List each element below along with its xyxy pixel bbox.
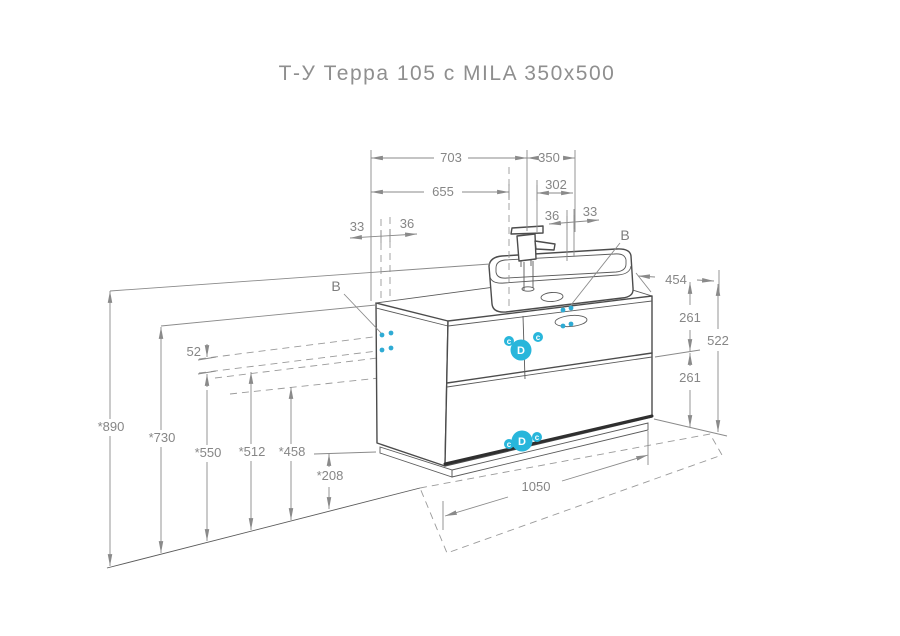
drawing-title: Т-У Терра 105 с MILA 350x500 bbox=[279, 62, 616, 85]
mounting-dot bbox=[568, 305, 574, 311]
dim-522: 522 bbox=[707, 333, 729, 348]
floor-baseline bbox=[106, 487, 421, 569]
detail-b-right-label: В bbox=[620, 227, 629, 243]
mounting-dots-right bbox=[560, 305, 574, 329]
dim-512: *512 bbox=[239, 444, 266, 459]
vanity-cabinet bbox=[375, 274, 654, 478]
tick bbox=[197, 356, 217, 375]
ref-line-890 bbox=[109, 263, 491, 292]
cabinet-bottom-edge bbox=[443, 414, 654, 466]
sink-body bbox=[488, 248, 634, 313]
left-hole-dimensions: 33 36 bbox=[349, 216, 418, 243]
fitting-small-label: c bbox=[536, 333, 541, 342]
ext-line bbox=[442, 431, 649, 530]
fitting-small-label: c bbox=[535, 433, 540, 442]
dim-550: *550 bbox=[195, 445, 222, 460]
dim-line bbox=[349, 232, 418, 240]
drawer-divider bbox=[446, 352, 653, 384]
dim-458: *458 bbox=[279, 444, 306, 459]
countertop-side-thickness bbox=[375, 307, 449, 327]
fitting-cluster-bottom: c c D bbox=[504, 430, 542, 452]
mounting-dot bbox=[379, 332, 385, 338]
dim-33-left: 33 bbox=[350, 219, 364, 234]
faucet-pipe-base bbox=[521, 286, 535, 292]
fitting-large-circle bbox=[511, 430, 533, 452]
top-dimensions: 703 350 655 302 bbox=[370, 150, 576, 311]
floor-projection: 1050 bbox=[106, 431, 723, 569]
tick bbox=[566, 215, 575, 230]
faucet-spout bbox=[534, 240, 556, 251]
mounting-dot bbox=[388, 345, 394, 351]
sink-inner-rim bbox=[495, 253, 627, 279]
dim-302: 302 bbox=[545, 177, 567, 192]
mounting-dot bbox=[560, 307, 566, 313]
fitting-small-circle bbox=[532, 432, 542, 442]
dim-261-upper: 261 bbox=[679, 310, 701, 325]
fitting-small-circle bbox=[504, 439, 514, 449]
mounting-dots-left bbox=[379, 330, 394, 353]
dim-line-1050 bbox=[561, 454, 649, 482]
plinth-side bbox=[379, 446, 453, 478]
fitting-large-label: D bbox=[518, 436, 526, 448]
tick bbox=[380, 229, 391, 243]
right-hole-dimensions: 36 33 bbox=[545, 204, 600, 261]
dim-36-right: 36 bbox=[545, 208, 559, 223]
faucet-stem bbox=[520, 260, 532, 267]
dim-261-lower: 261 bbox=[679, 370, 701, 385]
ref-line-730 bbox=[160, 304, 377, 327]
faucet-body bbox=[516, 233, 537, 262]
dim-655: 655 bbox=[432, 184, 454, 199]
dim-208: *208 bbox=[317, 468, 344, 483]
ext-line bbox=[654, 349, 701, 358]
cabinet-side-panel bbox=[375, 302, 449, 467]
dim-703: 703 bbox=[440, 150, 462, 165]
dim-890: *890 bbox=[98, 419, 125, 434]
floor-footprint-dashed bbox=[419, 433, 723, 554]
mounting-dot bbox=[379, 347, 385, 353]
ext-line bbox=[313, 451, 377, 455]
leader-line bbox=[570, 242, 621, 306]
detail-b-left-label: В bbox=[331, 278, 340, 294]
sink-bowl-bottom bbox=[554, 314, 588, 328]
dim-line-454 bbox=[696, 278, 715, 283]
dim-52: 52 bbox=[187, 344, 201, 359]
dim-line-1050 bbox=[444, 496, 509, 517]
left-dimensions: *890 *730 52 *550 *512 *458 *208 bbox=[98, 263, 491, 566]
dim-730: *730 bbox=[149, 430, 176, 445]
mounting-dot bbox=[568, 321, 574, 327]
fitting-cluster-middle: c c D bbox=[504, 332, 543, 361]
fitting-small-circle bbox=[533, 332, 543, 342]
ext-line bbox=[653, 418, 728, 437]
leader-line bbox=[343, 293, 383, 335]
fitting-large-label: D bbox=[517, 345, 525, 357]
dim-36-left: 36 bbox=[400, 216, 414, 231]
sink-drain bbox=[540, 291, 564, 303]
mounting-markers: c c D c c D bbox=[379, 305, 574, 452]
dim-350: 350 bbox=[538, 150, 560, 165]
drawer-divider-shadow bbox=[446, 356, 653, 388]
dim-1050: 1050 bbox=[522, 479, 551, 494]
sink-rim-lower-line bbox=[489, 265, 632, 284]
fitting-small-circle bbox=[504, 336, 514, 346]
fitting-large-circle bbox=[510, 339, 532, 361]
fitting-small-label: c bbox=[507, 337, 512, 346]
detail-callouts: В В bbox=[331, 227, 630, 335]
dim-33-right: 33 bbox=[583, 204, 597, 219]
faucet-pipe-hidden bbox=[523, 261, 534, 290]
dim-454: 454 bbox=[665, 272, 687, 287]
vessel-sink bbox=[488, 248, 634, 328]
right-dimensions: 454 261 261 522 bbox=[635, 270, 729, 437]
fitting-small-label: c bbox=[507, 440, 512, 449]
mounting-dot bbox=[560, 323, 566, 329]
dim-line-454 bbox=[637, 274, 656, 279]
countertop-front-thickness bbox=[447, 300, 653, 327]
mounting-dot bbox=[388, 330, 394, 336]
